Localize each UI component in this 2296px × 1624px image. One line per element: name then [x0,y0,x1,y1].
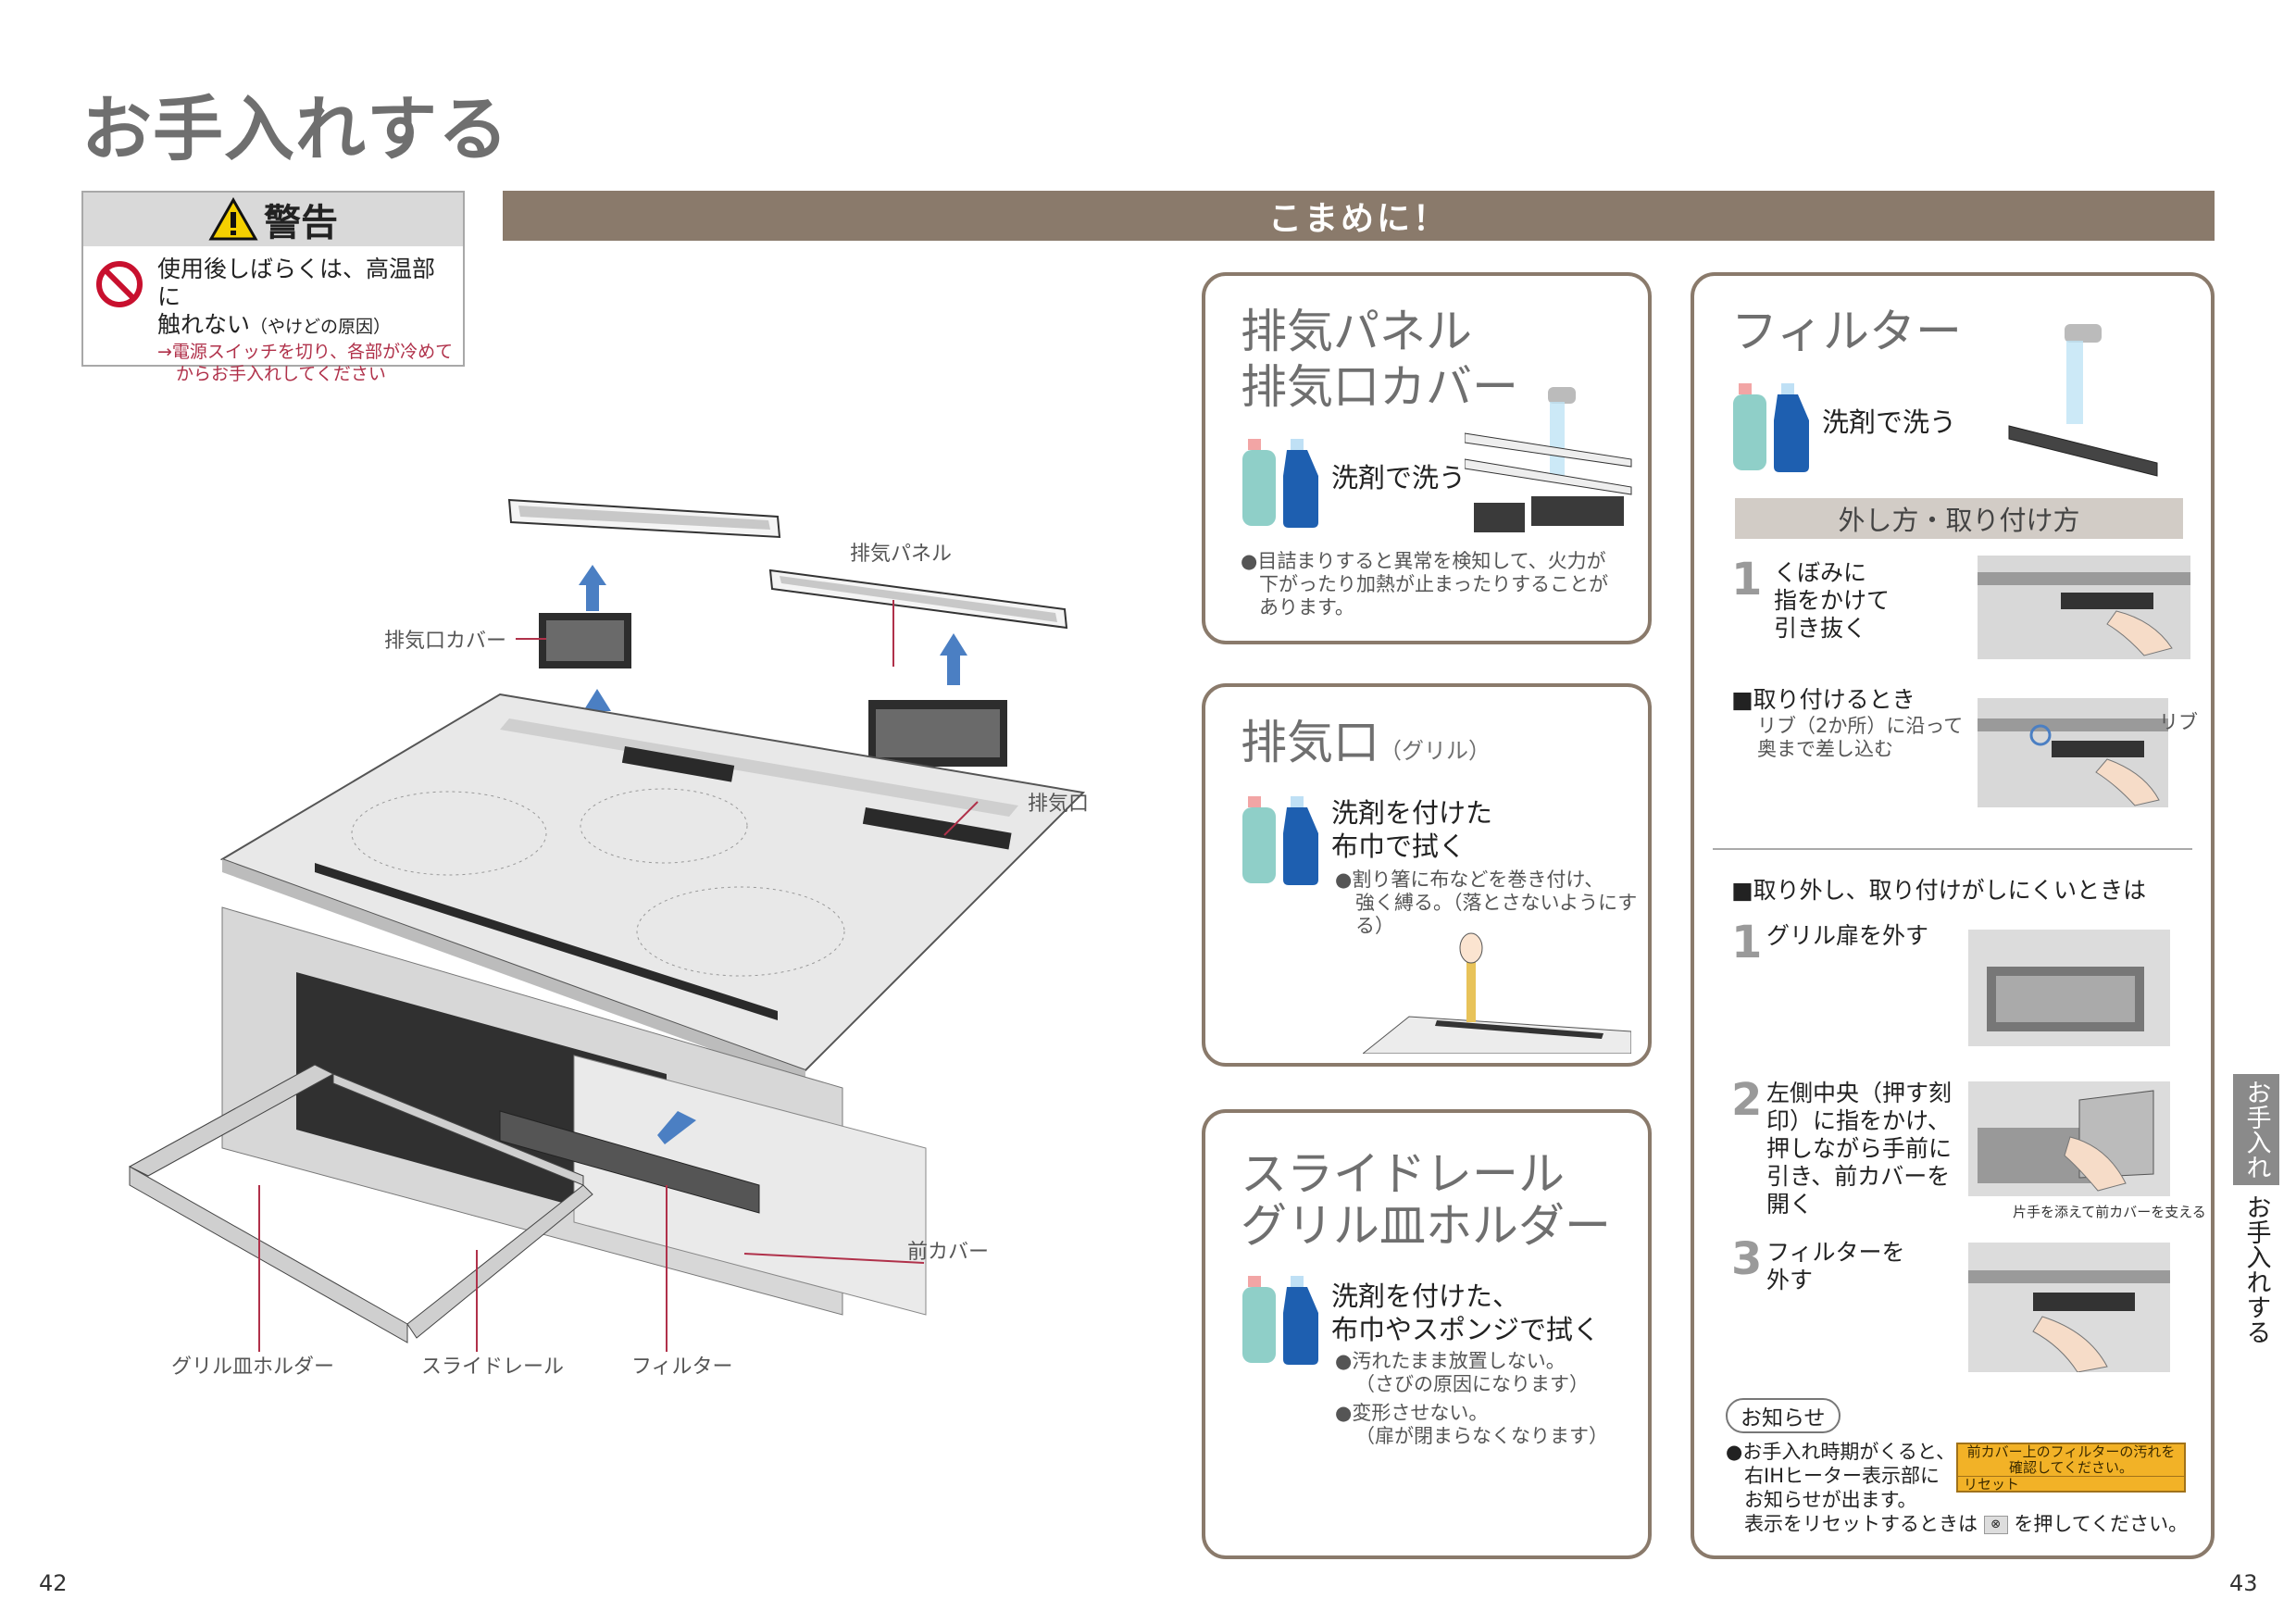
filter-step1-line3: 引き抜く [1774,615,1867,642]
label-exhaust-panel: 排気パネル [850,543,953,566]
rib-label: リブ [2159,711,2198,733]
hard-step2-caption: 片手を添えて前カバーを支える [2013,1204,2206,1220]
card-exhaust-panel: 排気パネル 排気口カバー 洗剤で洗う ●目詰まりすると異常を検知して、火力が 下… [1202,272,1652,644]
filter-step1-num: 1 [1731,554,1763,606]
hard-step2-line1: 左側中央（押す刻 [1766,1080,1953,1106]
card-panel-note1: ●目詰まりすると異常を検知して、火力が [1241,550,1606,572]
detergent-bottles-icon [1242,1276,1318,1365]
detergent-bottles-icon [1733,383,1809,472]
hard-step1-num: 1 [1731,917,1763,968]
grill-door-photo [1968,930,2170,1046]
card-panel-title2: 排気口カバー [1241,360,1518,414]
card-rail-note1b: （さびの原因になります） [1355,1373,1589,1395]
warning-sub-line2: からお手入れしてください [176,364,386,384]
card-panel-note2: 下がったり加熱が止まったりすることが [1259,573,1609,595]
warning-reason: （やけどの原因） [250,317,392,337]
page-number-right: 43 [2229,1570,2258,1596]
label-exhaust-port: 排気口 [1028,793,1090,816]
divider [1713,848,2192,850]
hard-step1-text: グリル扉を外す [1766,922,1929,949]
label-front-cover: 前カバー [907,1241,990,1264]
side-tab[interactable]: お手入れ [2233,1074,2279,1185]
notice-line1: ●お手入れ時期がくると、 [1726,1441,1956,1463]
filter-step1-line1: くぼみに [1774,559,1867,586]
notice-pill: お知らせ [1726,1398,1841,1433]
card-filter-wash: 洗剤で洗う [1822,406,1957,438]
hard-step3-num: 3 [1731,1233,1763,1285]
card-rail-wash2: 布巾やスポンジで拭く [1331,1314,1601,1345]
label-grill-holder: グリル皿ホルダー [171,1355,335,1379]
warning-heading: 警告 [264,202,338,244]
card-port-wash1: 洗剤を付けた [1331,797,1493,829]
chopstick-cleaning-illustration [1363,932,1631,1054]
attach-line2: 奥まで差し込む [1757,738,1893,760]
card-panel-wash: 洗剤で洗う [1331,462,1466,493]
page-title: お手入れする [81,88,509,170]
card-port-title: 排気口 [1241,716,1379,769]
warning-header: 警告 [83,193,463,246]
card-exhaust-port: 排気口（グリル） 洗剤を付けた 布巾で拭く ●割り箸に布などを巻き付け、 強く縛… [1202,683,1652,1067]
exhaust-cover-illustration [539,613,1007,767]
lcd-line1: 前カバー上のフィルターの汚れを [1966,1443,2176,1460]
side-section-text: お手入れする [2241,1194,2271,1344]
warning-box: 警告 使用後しばらくは、高温部に 触れない（やけどの原因） →電源スイッチを切り… [81,191,465,384]
label-slide-rail: スライドレール [421,1355,565,1379]
prohibition-icon [96,261,143,307]
warning-main-line1: 使用後しばらくは、高温部に [157,256,436,310]
card-port-note2: 強く縛る。（落とさないようにする） [1355,892,1638,937]
filter-washing-illustration [2008,324,2158,477]
hard-step2-line4: 引き、前カバーを [1766,1163,1951,1190]
warning-triangle-icon [208,197,258,241]
lcd-line2: 確認してください。 [2008,1459,2134,1476]
card-rail-note2b: （扉が閉まらなくなります） [1355,1425,1608,1447]
card-filter: フィルター 洗剤で洗う 外し方・取り付け方 1 くぼみに 指をかけて 引き抜く … [1691,272,2215,1559]
hard-heading: ■取り外し、取り付けがしにくいときは [1731,877,2147,904]
card-filter-subbar: 外し方・取り付け方 [1735,498,2183,539]
warning-sub-line1: →電源スイッチを切り、各部が冷めて [157,342,454,362]
card-filter-title: フィルター [1731,305,1962,358]
notice-line2: 右IHヒーター表示部に [1744,1465,1940,1487]
hard-step2-line3: 押しながら手前に [1766,1135,1953,1162]
exhaust-panel-illustration [507,498,1068,630]
hard-step2-line2: 印）に指をかけ、 [1766,1107,1951,1134]
hard-step2-line5: 開く [1766,1191,1814,1218]
attach-heading: ■取り付けるとき [1731,686,1915,713]
detergent-bottles-icon [1242,439,1318,528]
section-banner: こまめに！ [503,191,2215,241]
card-rail-note2a: ●変形させない。 [1335,1402,1489,1424]
card-port-wash2: 布巾で拭く [1331,831,1466,862]
notice-line4a: 表示をリセットするときは [1744,1513,1978,1535]
page-number-left: 42 [39,1570,68,1596]
card-port-title-sub: （グリル） [1379,738,1491,764]
card-rail-title1: スライドレール [1241,1147,1565,1201]
label-filter: フィルター [631,1355,733,1379]
notice-line4b: を押してください。 [2014,1513,2189,1535]
label-exhaust-cover: 排気口カバー [384,630,507,653]
notice-line3: お知らせが出ます。 [1744,1489,1917,1511]
card-panel-title1: 排気パネル [1241,305,1472,358]
front-cover-open-photo [1968,1081,2170,1196]
card-port-note1: ●割り箸に布などを巻き付け、 [1335,868,1604,891]
filter-step1-line2: 指をかけて [1774,587,1890,614]
card-rail-note1a: ●汚れたまま放置しない。 [1335,1350,1566,1372]
attach-line1: リブ（2か所）に沿って [1757,715,1964,737]
detergent-bottles-icon [1242,796,1318,885]
filter-pull-photo [1978,556,2190,659]
reset-key-icon: ⊗ [1983,1516,2008,1534]
card-slide-rail: スライドレール グリル皿ホルダー 洗剤を付けた、 布巾やスポンジで拭く ●汚れた… [1202,1109,1652,1559]
card-rail-wash1: 洗剤を付けた、 [1331,1280,1520,1312]
lcd-display: 前カバー上のフィルターの汚れを 確認してください。 リセット [1956,1443,2186,1493]
lcd-line3: リセット [1958,1476,2184,1493]
faucet-washing-illustration [1465,387,1632,532]
warning-main-line2: 触れない [157,311,251,338]
card-panel-note3: あります。 [1259,596,1354,618]
filter-attach-photo [1978,698,2168,807]
hard-step3-line2: 外す [1766,1267,1814,1293]
cooktop-exploded-diagram [128,498,1086,1352]
filter-remove-photo [1968,1243,2170,1372]
card-rail-title2: グリル皿ホルダー [1241,1199,1611,1253]
hard-step2-num: 2 [1731,1074,1763,1126]
hard-step3-line1: フィルターを [1766,1239,1905,1266]
